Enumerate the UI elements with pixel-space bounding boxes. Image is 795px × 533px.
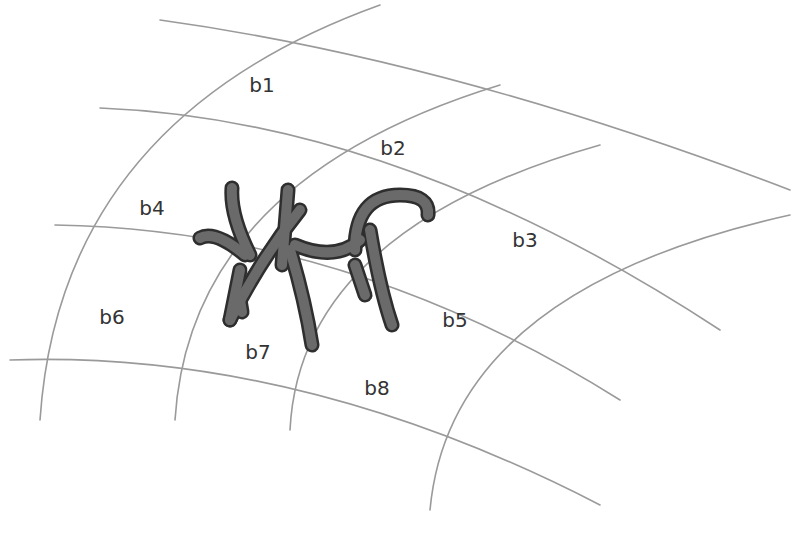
cell-label: b2 — [380, 138, 405, 158]
cell-label: b6 — [99, 307, 124, 327]
grid-line — [160, 20, 790, 190]
grid-line — [100, 108, 720, 330]
cell-label: b1 — [249, 75, 274, 95]
cell-label: b3 — [512, 230, 537, 250]
grid-arc — [290, 145, 600, 430]
grid-arc — [175, 85, 500, 420]
cell-label: b7 — [245, 342, 270, 362]
blob-fill — [200, 188, 428, 345]
grid-arc — [430, 215, 790, 510]
grid-arc — [40, 5, 380, 420]
blob-outline — [200, 188, 428, 345]
cell-label: b8 — [364, 378, 389, 398]
grid-line — [10, 359, 600, 505]
cell-label: b4 — [139, 198, 164, 218]
grid-lines — [10, 5, 790, 510]
cell-label: b5 — [442, 310, 467, 330]
grid-line — [55, 225, 620, 400]
